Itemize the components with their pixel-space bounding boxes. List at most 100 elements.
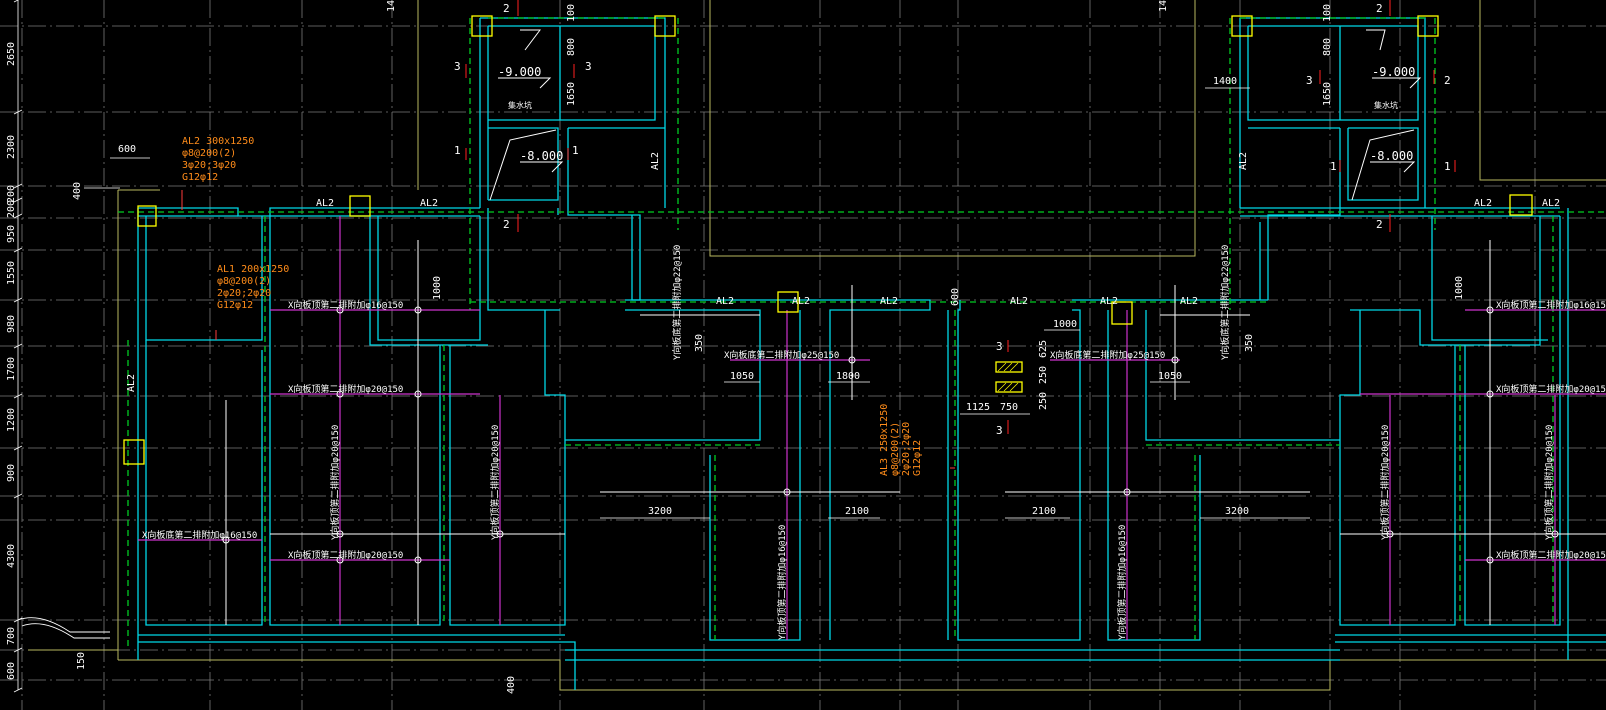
left-dimension-label: 200 — [6, 185, 17, 203]
dim-1650-right: 1650 — [1322, 82, 1333, 106]
left-dimension-tick — [13, 0, 19, 3]
rebar-note-y: Y向板底第二排附加φ22@150 — [1219, 245, 1231, 360]
rebar-note-x: X向板底第二排附加φ25@150 — [1050, 349, 1165, 361]
dim-3200-right: 3200 — [1225, 506, 1249, 517]
rebar-note-x: X向板底第二排附加φ16@150 — [142, 529, 257, 541]
pit-levels: -9.000 -8.000 -9.000 -8.000 集水坑 集水坑 — [498, 65, 1415, 163]
dim-2100-right: 2100 — [1032, 506, 1056, 517]
rebar-note-x: X向板顶第二排附加φ20@150 — [1496, 549, 1606, 561]
spec-line: G12φ12 — [182, 172, 218, 183]
left-dimension-tick — [13, 343, 23, 349]
beam-label-al2: AL2 — [126, 374, 137, 392]
dim-800-right: 800 — [1322, 38, 1333, 56]
beam-label-al2: AL2 — [1010, 296, 1028, 307]
beam-label-al2: AL2 — [1238, 152, 1249, 170]
spec-line: φ8@200(2) — [217, 276, 271, 287]
rebar-note-x: X向板顶第二排附加φ20@150 — [1496, 383, 1606, 395]
span-measure-nodes — [222, 306, 1559, 564]
spec-line: 3φ20;3φ20 — [182, 160, 236, 171]
dim-1650-left: 1650 — [566, 82, 577, 106]
section-1-left-b: 1 — [572, 144, 579, 157]
rebar-note-x: X向板顶第二排附加φ20@150 — [288, 383, 403, 395]
dimensions: 600 400 1000 350 1050 1800 600 1000 625 … — [72, 0, 1465, 694]
left-dimension-column: 2650230020020095015509801700120090043007… — [6, 0, 23, 693]
section-3-centre: 3 — [996, 340, 1003, 353]
beam-label-al2: AL2 — [880, 296, 898, 307]
dim-1000-centre: 1000 — [1053, 319, 1077, 330]
spec-line: φ8@200(2) — [890, 422, 901, 476]
section-3-left-a: 3 — [454, 60, 461, 73]
dim-350-right: 350 — [1244, 334, 1255, 352]
beam-labels: AL2 AL2 AL2 AL2 AL2 AL2 AL2 AL2 AL2 AL2 … — [126, 152, 1560, 392]
spec-line: G12φ12 — [912, 440, 923, 476]
dim-1400: 1400 — [1213, 76, 1237, 87]
section-3-centre-low: 3 — [996, 424, 1003, 437]
left-dimension-tick — [13, 445, 23, 451]
building-outline — [28, 0, 1606, 691]
rebar-note-y: Y向板顶第二排附加φ20@150 — [1379, 425, 1391, 540]
ramp-lines — [17, 617, 110, 639]
x-rebar-notes: X向板顶第二排附加φ16@150 X向板顶第二排附加φ20@150 X向板底第二… — [142, 299, 1606, 561]
dim-1000-left: 1000 — [432, 276, 443, 300]
left-dimension-tick — [13, 109, 23, 115]
section-3-right-a: 3 — [1306, 74, 1313, 87]
section-2-mid-left: 2 — [503, 218, 510, 231]
left-dimension-label: 2300 — [6, 135, 17, 159]
section-2-top-left: 2 — [503, 2, 510, 15]
dim-625: 625 — [1038, 340, 1049, 358]
y-rebar-notes: Y向板顶第二排附加φ20@150 Y向板顶第二排附加φ20@150 Y向板底第二… — [329, 245, 1555, 640]
dimension-frames — [84, 87, 1310, 519]
dim-150: 150 — [76, 652, 87, 670]
beam-label-al2: AL2 — [420, 198, 438, 209]
left-dimension-label: 980 — [6, 315, 17, 333]
rebar-note-y: Y向板顶第二排附加φ20@150 — [1543, 425, 1555, 540]
left-dimension-label: 1550 — [6, 261, 17, 285]
sump-pit-label-right: 集水坑 — [1374, 100, 1398, 110]
level-pit-right-bottom: -8.000 — [1370, 149, 1413, 163]
dim-1125: 1125 — [966, 402, 990, 413]
section-3-right-b: 2 — [1444, 74, 1451, 87]
dim-100-right: 100 — [1322, 4, 1333, 22]
left-dimension-tick — [13, 247, 23, 253]
section-1-left-a: 1 — [454, 144, 461, 157]
dim-1800: 1800 — [836, 371, 860, 382]
level-pit-left-bottom: -8.000 — [520, 149, 563, 163]
beam-label-al2: AL2 — [1474, 198, 1492, 209]
dim-14-left: 14 — [386, 0, 397, 12]
level-pit-left-top: -9.000 — [498, 65, 541, 79]
dim-800-left: 800 — [566, 38, 577, 56]
pit-symbols — [489, 29, 1422, 201]
spec-line: 2φ20;2φ20 — [217, 288, 271, 299]
rebar-note-x: X向板顶第二排附加φ16@150 — [288, 299, 403, 311]
beam-label-al2: AL2 — [1180, 296, 1198, 307]
rebar-note-y: Y向板顶第二排附加φ20@150 — [329, 425, 341, 540]
beam-label-al2: AL2 — [316, 198, 334, 209]
section-markers: 2 2 3 3 1 1 3 3 2 3 2 1 1 2 — [454, 2, 1451, 437]
left-dimension-tick — [13, 213, 23, 219]
section-cut-ticks — [465, 0, 1456, 434]
dim-600: 600 — [118, 144, 136, 155]
beam-label-al2: AL2 — [650, 152, 661, 170]
beam-label-al2: AL2 — [1100, 296, 1118, 307]
rebar-note-x: X向板顶第二排附加φ16@150 — [1496, 299, 1606, 311]
section-2-mid-right: 2 — [1376, 218, 1383, 231]
dim-1050-left: 1050 — [730, 371, 754, 382]
dim-400: 400 — [72, 182, 83, 200]
beam-spec-al2: AL2 300x1250 φ8@200(2) 3φ20;3φ20 G12φ12 — [182, 136, 254, 183]
spec-line: G12φ12 — [217, 300, 253, 311]
left-dimension-tick — [13, 393, 23, 399]
left-dimension-tick — [13, 197, 23, 203]
beam-label-al2: AL2 — [1542, 198, 1560, 209]
dashed-beams — [118, 17, 1606, 650]
spec-line: AL2 300x1250 — [182, 136, 254, 147]
left-dimension-label: 200 — [6, 200, 17, 218]
section-2-top-right: 2 — [1376, 2, 1383, 15]
left-dimension-tick — [13, 687, 23, 693]
spec-line: AL1 200x1250 — [217, 264, 289, 275]
beam-spec-al1: AL1 200x1250 φ8@200(2) 2φ20;2φ20 G12φ12 — [217, 264, 289, 311]
dim-14-right: 14 — [1158, 0, 1169, 12]
left-dimension-label: 950 — [6, 225, 17, 243]
hatch-marks — [997, 362, 1019, 392]
rebar-note-y: Y向板底第二排附加φ22@150 — [671, 245, 683, 360]
